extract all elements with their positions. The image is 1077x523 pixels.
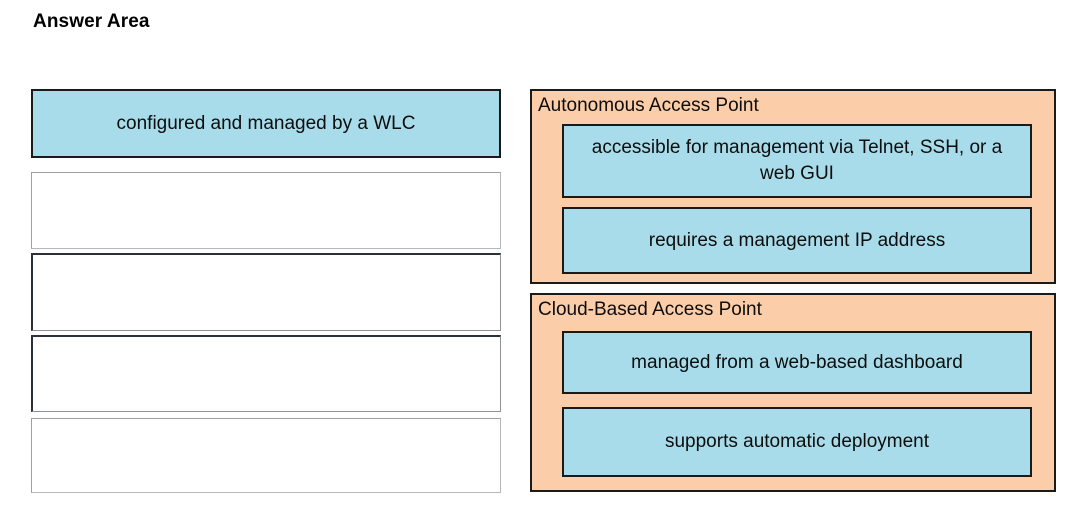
category-item-autonomous-2-label: requires a management IP address xyxy=(648,229,946,251)
answer-slot-1[interactable]: configured and managed by a WLC xyxy=(31,89,501,158)
category-group-cloud-based-access-point: Cloud-Based Access Point managed from a … xyxy=(530,293,1056,492)
category-title-cloud-based-access-point: Cloud-Based Access Point xyxy=(538,299,762,320)
answer-slot-4[interactable] xyxy=(31,335,501,412)
category-item-cloud-2-label: supports automatic deployment xyxy=(664,431,930,452)
page-title: Answer Area xyxy=(33,11,150,32)
answer-slot-1-label: configured and managed by a WLC xyxy=(116,112,416,134)
answer-slot-5[interactable] xyxy=(31,418,501,493)
category-item-autonomous-1-label: accessible for management via Telnet, SS… xyxy=(591,137,1003,184)
category-item-autonomous-1[interactable]: accessible for management via Telnet, SS… xyxy=(562,124,1032,198)
answer-slot-3[interactable] xyxy=(31,253,501,331)
category-group-autonomous-access-point: Autonomous Access Point accessible for m… xyxy=(530,89,1056,284)
category-item-cloud-1[interactable]: managed from a web-based dashboard xyxy=(562,331,1032,394)
category-item-cloud-2[interactable]: supports automatic deployment xyxy=(562,407,1032,477)
category-item-cloud-1-label: managed from a web-based dashboard xyxy=(631,351,963,373)
answer-slot-2[interactable] xyxy=(31,172,501,249)
category-item-autonomous-2[interactable]: requires a management IP address xyxy=(562,207,1032,274)
category-title-autonomous-access-point: Autonomous Access Point xyxy=(538,95,759,116)
